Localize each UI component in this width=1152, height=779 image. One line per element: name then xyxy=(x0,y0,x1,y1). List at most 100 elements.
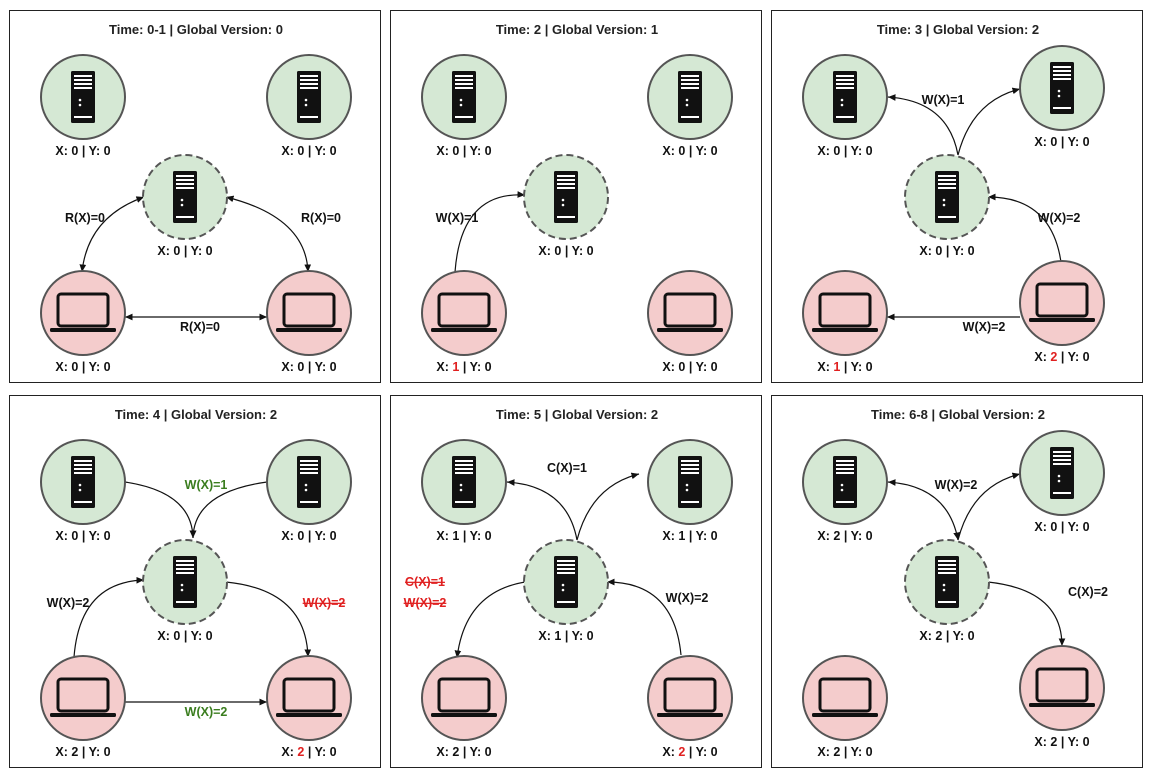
server-tower-icon xyxy=(1050,62,1074,114)
edge-label: W(X)=2 xyxy=(935,478,978,492)
time-panel-1: Time: 0-1 | Global Version: 0 X: 0 | Y: 0… xyxy=(9,10,381,383)
node-state-label: X: 0 | Y: 0 xyxy=(281,360,336,374)
leader-server-node xyxy=(904,539,990,625)
client-node xyxy=(1019,260,1105,346)
client-node xyxy=(266,655,352,741)
edge-label: W(X)=2 xyxy=(1038,211,1081,225)
edge-label: R(X)=0 xyxy=(180,320,220,334)
node-state-label: X: 2 | Y: 0 xyxy=(55,745,110,759)
server-tower-icon xyxy=(554,171,578,223)
server-node xyxy=(647,439,733,525)
node-state-label: X: 0 | Y: 0 xyxy=(1034,520,1089,534)
edge-label: W(X)=2 xyxy=(185,705,228,719)
edge-arrow xyxy=(225,581,312,658)
edge-arrow xyxy=(454,581,526,659)
panel-title: Time: 4 | Global Version: 2 xyxy=(115,407,277,422)
node-state-label: X: 0 | Y: 0 xyxy=(55,144,110,158)
laptop-icon xyxy=(1029,667,1095,707)
node-state-label: X: 1 | Y: 0 xyxy=(436,360,491,374)
edge-arrow xyxy=(887,479,960,541)
server-tower-icon xyxy=(833,71,857,123)
client-node xyxy=(421,655,507,741)
client-node xyxy=(1019,645,1105,731)
server-tower-icon xyxy=(935,556,959,608)
server-tower-icon xyxy=(297,71,321,123)
node-state-label: X: 0 | Y: 0 xyxy=(1034,135,1089,149)
node-state-label: X: 2 | Y: 0 xyxy=(436,745,491,759)
edge-arrow xyxy=(987,581,1066,647)
leader-server-node xyxy=(523,539,609,625)
node-state-label: X: 1 | Y: 0 xyxy=(436,529,491,543)
laptop-icon xyxy=(657,292,723,332)
edge-arrow xyxy=(73,576,145,658)
server-node xyxy=(266,439,352,525)
node-state-label: X: 0 | Y: 0 xyxy=(55,529,110,543)
laptop-icon xyxy=(657,677,723,717)
node-state-label: X: 0 | Y: 0 xyxy=(919,244,974,258)
node-state-label: X: 0 | Y: 0 xyxy=(662,144,717,158)
node-state-label: X: 1 | Y: 0 xyxy=(662,529,717,543)
node-state-label: X: 0 | Y: 0 xyxy=(281,144,336,158)
server-tower-icon xyxy=(1050,447,1074,499)
server-tower-icon xyxy=(71,456,95,508)
edge-label: W(X)=1 xyxy=(436,211,479,225)
node-state-label: X: 0 | Y: 0 xyxy=(538,244,593,258)
node-state-label: X: 2 | Y: 0 xyxy=(817,745,872,759)
node-state-label: X: 2 | Y: 0 xyxy=(919,629,974,643)
edge-arrow xyxy=(957,472,1021,541)
laptop-icon xyxy=(812,292,878,332)
edge-arrow xyxy=(189,481,268,539)
laptop-icon xyxy=(50,292,116,332)
panel-title: Time: 3 | Global Version: 2 xyxy=(877,22,1039,37)
leader-server-node xyxy=(523,154,609,240)
server-node xyxy=(1019,430,1105,516)
edge-label: C(X)=1 xyxy=(547,461,587,475)
node-state-label: X: 2 | Y: 0 xyxy=(662,745,717,759)
edge-label: R(X)=0 xyxy=(65,211,105,225)
server-tower-icon xyxy=(678,456,702,508)
edge-label: W(X)=2 xyxy=(47,596,90,610)
laptop-icon xyxy=(812,677,878,717)
client-node xyxy=(647,655,733,741)
panel-title: Time: 5 | Global Version: 2 xyxy=(496,407,658,422)
edge-arrow xyxy=(79,196,145,273)
node-state-label: X: 0 | Y: 0 xyxy=(157,244,212,258)
server-tower-icon xyxy=(554,556,578,608)
edge-label: C(X)=2 xyxy=(1068,585,1108,599)
client-node xyxy=(266,270,352,356)
time-panel-5: Time: 5 | Global Version: 2 X: 1 | Y: 0 X:… xyxy=(390,395,762,768)
server-node xyxy=(421,439,507,525)
client-node xyxy=(40,655,126,741)
server-tower-icon xyxy=(71,71,95,123)
edge-label: R(X)=0 xyxy=(301,211,341,225)
edge-arrow xyxy=(454,191,526,273)
node-state-label: X: 2 | Y: 0 xyxy=(1034,350,1089,364)
leader-server-node xyxy=(904,154,990,240)
server-node xyxy=(802,54,888,140)
server-node xyxy=(1019,45,1105,131)
panel-title: Time: 2 | Global Version: 1 xyxy=(496,22,658,37)
edge-arrow xyxy=(576,472,640,541)
server-tower-icon xyxy=(452,71,476,123)
edge-label: W(X)=1 xyxy=(185,478,228,492)
time-panel-3: Time: 3 | Global Version: 2 X: 0 | Y: 0 X:… xyxy=(771,10,1143,383)
laptop-icon xyxy=(1029,282,1095,322)
server-node xyxy=(266,54,352,140)
edge-arrow xyxy=(124,481,197,539)
edge-label: C(X)=1 xyxy=(405,575,445,589)
client-node xyxy=(802,270,888,356)
laptop-icon xyxy=(50,677,116,717)
server-node xyxy=(40,439,126,525)
laptop-icon xyxy=(431,292,497,332)
edge-arrow xyxy=(957,87,1021,156)
panel-title: Time: 0-1 | Global Version: 0 xyxy=(109,22,283,37)
node-state-label: X: 0 | Y: 0 xyxy=(281,529,336,543)
edge-arrow xyxy=(887,94,959,156)
node-state-label: X: 0 | Y: 0 xyxy=(662,360,717,374)
node-state-label: X: 1 | Y: 0 xyxy=(538,629,593,643)
client-node xyxy=(40,270,126,356)
client-node xyxy=(802,655,888,741)
client-node xyxy=(421,270,507,356)
server-node xyxy=(647,54,733,140)
